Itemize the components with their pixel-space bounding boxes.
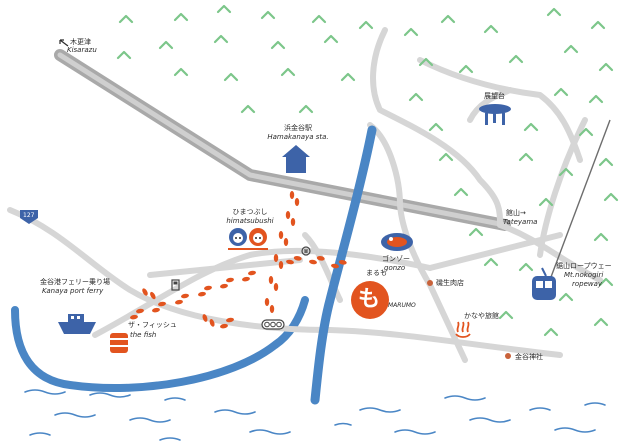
label-maruumo-en: MARUMO [388,302,416,309]
label-kisarazu-jp: 木更津 [70,38,91,46]
label-gonzo-en: gonzo [384,264,406,272]
footprint-trail [130,191,347,329]
label-gonzo-jp: ゴンゾー [382,255,410,263]
roads [7,27,603,363]
gas-station-icon [171,279,180,291]
label-ferry-jp: 金谷港フェリー乗り場 [40,278,110,286]
label-shrine: 金谷神社 [515,353,543,361]
sea-waves [24,389,606,441]
label-himatsubushi-en: himatsubushi [226,217,274,225]
post-office-icon [301,246,311,256]
label-fishshop: 磯生肉店 [436,279,464,287]
maruumo-glyph: も [358,287,381,312]
label-maruumo-jp: まるも [366,269,387,277]
observatory-icon [479,104,511,125]
ferry-icon [58,314,96,334]
thefish-icon [110,333,128,353]
label-tateyama-jp: 館山→ [506,209,526,217]
arrow-icon [59,39,69,47]
label-ferry-en: Kanaya port ferry [42,287,104,295]
gonzo-icon [381,233,413,251]
label-observatory: 展望台 [484,92,505,100]
label-tateyama-en: Tateyama [503,218,538,226]
label-onsen: かなや旅館 [464,312,499,320]
label-station-jp: 浜金谷駅 [284,124,312,132]
label-himatsubushi-jp: ひまつぶし [232,208,268,216]
label-ropeway-jp: 鋸山ロープウェー [556,262,612,270]
label-station-en: Hamakanaya sta. [267,133,329,141]
station-icon [282,145,310,173]
onsen-icon [455,321,471,338]
coastline [11,296,309,393]
river [310,125,377,405]
route-127-icon [20,210,38,224]
himatsubushi-icon [228,228,268,250]
label-thefish-jp: ザ・フィッシュ [128,321,177,329]
label-ropeway-en-2: ropeway [572,280,603,288]
maruumo-icon [351,281,389,319]
poi-dots [427,280,511,359]
label-ropeway-en-1: Mt.nokogiri [564,271,604,279]
label-thefish-en: the fish [130,331,157,339]
label-kisarazu-en: Kisarazu [67,46,97,54]
ropeway-icon [532,267,556,300]
route-127-number: 127 [23,212,35,219]
ropeway-cable [547,119,611,286]
traffic-light-icon [261,319,285,330]
tree-marks [116,4,619,337]
